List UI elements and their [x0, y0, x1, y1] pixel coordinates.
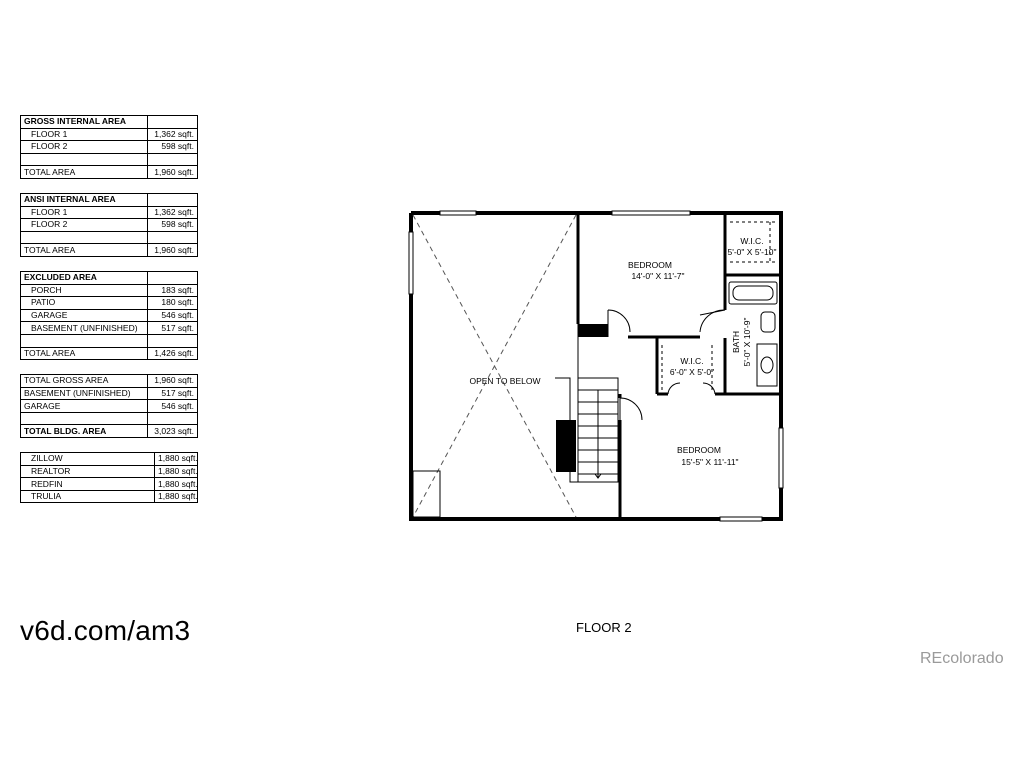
wall-block — [578, 324, 608, 337]
area-table-row — [20, 333, 198, 348]
railing-block — [556, 420, 576, 472]
area-row-value: 1,426 sqft. — [147, 346, 198, 361]
wic-middle-dims: 6'-0" X 5'-0" — [670, 367, 714, 377]
wic-upper-name: W.I.C. — [740, 236, 763, 246]
outer-walls — [409, 211, 783, 521]
bath-fixtures — [728, 281, 778, 387]
bath-name: BATH — [731, 331, 741, 353]
wic-upper-dims: 5'-0" X 5'-10" — [728, 247, 777, 257]
area-row-label: TOTAL AREA — [20, 243, 148, 257]
floor-label: FLOOR 2 — [576, 620, 632, 635]
area-table-row: BASEMENT (UNFINISHED)517 sqft. — [20, 386, 198, 401]
area-row-label: TOTAL BLDG. AREA — [20, 424, 148, 439]
area-table-row — [20, 230, 198, 245]
bedroom-upper-name: BEDROOM — [628, 260, 672, 270]
listing-link-text: v6d.com/am3 — [20, 615, 191, 646]
area-row-label: TRULIA — [20, 489, 155, 504]
window-top-left — [439, 210, 477, 216]
bedroom-lower-name: BEDROOM — [677, 445, 721, 455]
area-row-value: 1,960 sqft. — [147, 165, 198, 179]
bedroom-lower-dims: 15'-5" X 11'-11" — [681, 457, 738, 467]
small-cabinet — [412, 470, 441, 518]
toilet — [760, 311, 776, 333]
area-row-value: 1,960 sqft. — [147, 243, 198, 257]
bath-dims: 5'-0" X 10'-9" — [742, 318, 752, 367]
area-table-row: ANSI INTERNAL AREA — [20, 192, 198, 207]
window-bottom-bedroom — [719, 516, 763, 522]
wic-middle-name: W.I.C. — [680, 356, 703, 366]
window-right-bedroom — [778, 427, 784, 489]
area-row-value: 1,880 sqft. — [154, 489, 198, 504]
doors — [607, 309, 726, 421]
recolorado-watermark: REcolorado — [920, 650, 1004, 667]
closet-shelves — [661, 221, 778, 390]
interior-walls — [576, 213, 781, 519]
stairs — [555, 324, 619, 483]
bedroom-upper-dims: 14'-0" X 11'-7" — [631, 271, 684, 281]
area-table-row — [20, 411, 198, 426]
sink — [760, 356, 774, 374]
window-top-bedroom — [611, 210, 691, 216]
area-table-row — [20, 152, 198, 167]
window-left — [408, 231, 414, 295]
open-to-below-diagonals — [412, 214, 577, 518]
open-to-below-label: OPEN TO BELOW — [469, 376, 540, 386]
area-row-value: 3,023 sqft. — [147, 424, 198, 439]
area-row-value: 546 sqft. — [147, 308, 198, 323]
